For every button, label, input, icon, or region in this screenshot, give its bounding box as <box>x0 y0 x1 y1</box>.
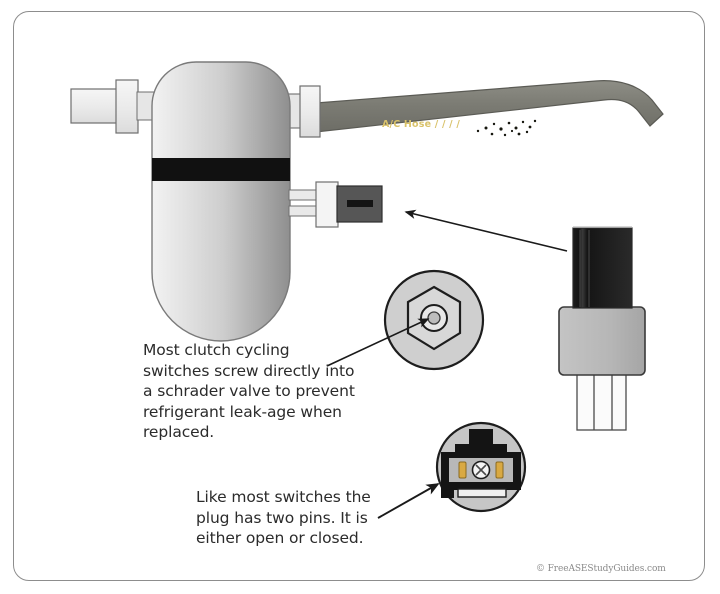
mounted-switch-port-upper <box>288 189 320 201</box>
switch-terminal-base <box>576 365 627 431</box>
schrader-core-pin <box>427 311 441 325</box>
arrow-switch-to-accumulator <box>404 209 568 252</box>
hose-body <box>315 80 664 133</box>
ac-hose <box>315 80 664 137</box>
two-pin-plug-closeup[interactable] <box>435 421 527 513</box>
plug-screw-slot-b <box>475 464 487 476</box>
arrow-caption-to-plug <box>377 483 440 519</box>
mounted-switch-collar <box>315 181 339 228</box>
arrow-caption-to-schrader <box>326 318 430 367</box>
outlet-fitting <box>285 85 321 138</box>
accumulator-shell <box>151 61 291 342</box>
switch-assembly-detail[interactable] <box>558 226 646 431</box>
hose-speckles <box>476 119 537 137</box>
plug-pin-right <box>495 461 504 479</box>
plug-foot-left <box>441 484 454 498</box>
copyright-notice: © FreeASEStudyGuides.com <box>536 564 666 574</box>
plug-base-strip <box>457 488 507 498</box>
switch-cap <box>572 227 633 309</box>
plug-pin-left <box>458 461 467 479</box>
caption-two-pin-plug: Like most switches the plug has two pins… <box>196 488 371 547</box>
switch-body <box>558 306 646 376</box>
inlet-collar <box>115 79 139 134</box>
outlet-collar <box>299 85 321 138</box>
hose-label: A/C Hose / / / / <box>382 119 460 130</box>
caption-schrader-valve: Most clutch cycling switches screw direc… <box>143 341 355 441</box>
mounted-switch-slot <box>347 200 373 207</box>
inlet-fitting <box>70 79 160 134</box>
mounted-clutch-cycling-switch[interactable] <box>288 181 383 228</box>
mounted-switch-port-lower <box>288 205 320 217</box>
accumulator-canister <box>151 61 291 342</box>
accumulator-band <box>152 158 290 181</box>
schrader-valve-closeup[interactable] <box>383 269 485 371</box>
